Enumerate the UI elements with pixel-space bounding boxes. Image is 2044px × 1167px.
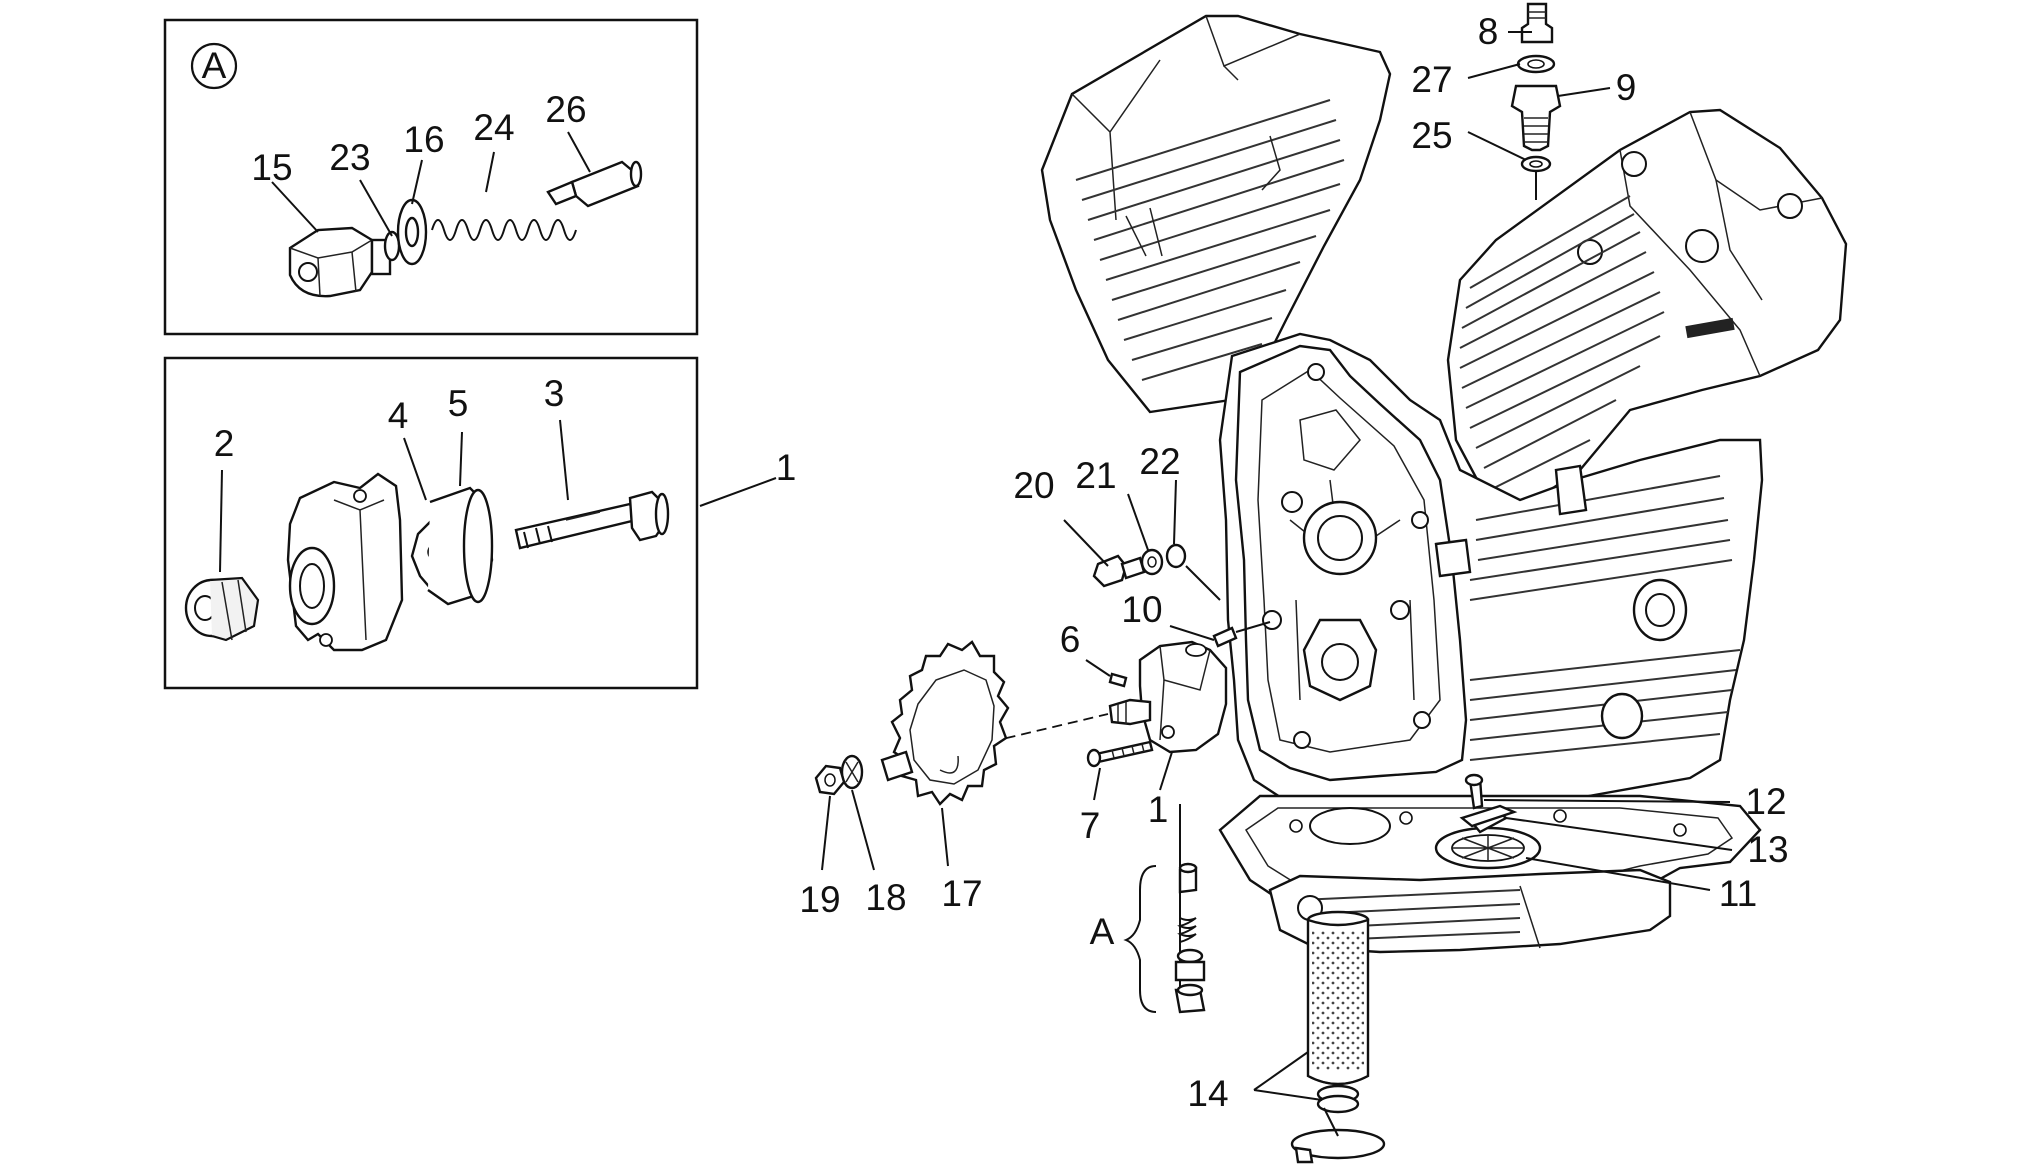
callout-21: 21 [1075, 455, 1116, 496]
callout-13: 13 [1747, 829, 1788, 870]
part-14-o-ring [1316, 1084, 1360, 1137]
part-19-nut [814, 764, 846, 796]
part-21-washer [1140, 548, 1164, 576]
part-22-o-ring [1165, 543, 1187, 569]
crankcase [1218, 332, 1764, 826]
part-26-plunger [546, 160, 643, 208]
brace-a [1123, 865, 1157, 1013]
pump-body [286, 472, 404, 652]
detail-ref-a: A [1090, 911, 1115, 952]
callout-18: 18 [865, 877, 906, 918]
callout-9: 9 [1616, 67, 1637, 108]
callout-24: 24 [473, 107, 514, 148]
callout-4: 4 [388, 395, 409, 436]
part-5-outer-rotor [427, 486, 494, 606]
callout-19: 19 [799, 879, 840, 920]
leader-27 [1467, 63, 1521, 79]
part-14-oil-filter [1306, 910, 1370, 1086]
callout-16: 16 [403, 119, 444, 160]
callout-15: 15 [251, 147, 292, 188]
callout-12: 12 [1745, 781, 1786, 822]
part-16-washer [396, 198, 428, 266]
part-2-nut [184, 576, 260, 642]
callout-2: 2 [214, 423, 235, 464]
part-7-screw [1086, 740, 1154, 768]
part-8-sensor [1520, 2, 1554, 44]
part-6-pin [1108, 672, 1128, 688]
part-17-drive-gear [880, 640, 1010, 806]
callout-8: 8 [1478, 11, 1499, 52]
part-3-pump-shaft [514, 490, 670, 550]
part-15-cap-nut [288, 226, 392, 298]
leader-1 [699, 477, 777, 507]
part-10-dowel [1212, 621, 1271, 648]
part-20-bolt [1092, 554, 1146, 588]
callout-27: 27 [1411, 59, 1452, 100]
part-24-spring [431, 219, 577, 241]
relief-valve-vertical-assembly [1174, 862, 1206, 1014]
part-23-washer [383, 230, 401, 262]
part-27-washer [1516, 54, 1556, 74]
callout-1: 1 [776, 447, 797, 488]
oil-filter-spring-clip [1290, 1128, 1386, 1164]
right-cylinder [1446, 108, 1848, 508]
callout-17: 17 [941, 873, 982, 914]
engine-block [1040, 14, 1848, 1000]
leader-9 [1557, 87, 1611, 97]
detail-marker-a: A [202, 45, 227, 86]
callout-22: 22 [1139, 441, 1180, 482]
left-cylinder [1040, 14, 1392, 414]
callout-23: 23 [329, 137, 370, 178]
inset-box-relief-valve: A [163, 18, 699, 336]
inset-box-oil-pump [163, 356, 699, 690]
part-25-washer [1520, 155, 1552, 173]
callout-26: 26 [545, 89, 586, 130]
callout-7: 7 [1080, 805, 1101, 846]
part-13-bracket [1459, 804, 1518, 828]
callout-6: 6 [1060, 619, 1081, 660]
callout-14: 14 [1187, 1073, 1228, 1114]
callout-20: 20 [1013, 465, 1054, 506]
part-9-fitting [1510, 84, 1562, 152]
leader-25 [1467, 131, 1527, 161]
part-18-lock-washer [840, 754, 864, 790]
part-11-oil-strainer [1434, 806, 1542, 870]
callout-3: 3 [544, 373, 565, 414]
callout-5: 5 [448, 383, 469, 424]
callout-11: 11 [1719, 873, 1757, 914]
callout-25: 25 [1411, 115, 1452, 156]
callout-1-pump: 1 [1148, 789, 1169, 830]
part-12-screw [1464, 773, 1484, 810]
callout-10: 10 [1121, 589, 1162, 630]
oil-pump-assembly [1108, 640, 1228, 754]
